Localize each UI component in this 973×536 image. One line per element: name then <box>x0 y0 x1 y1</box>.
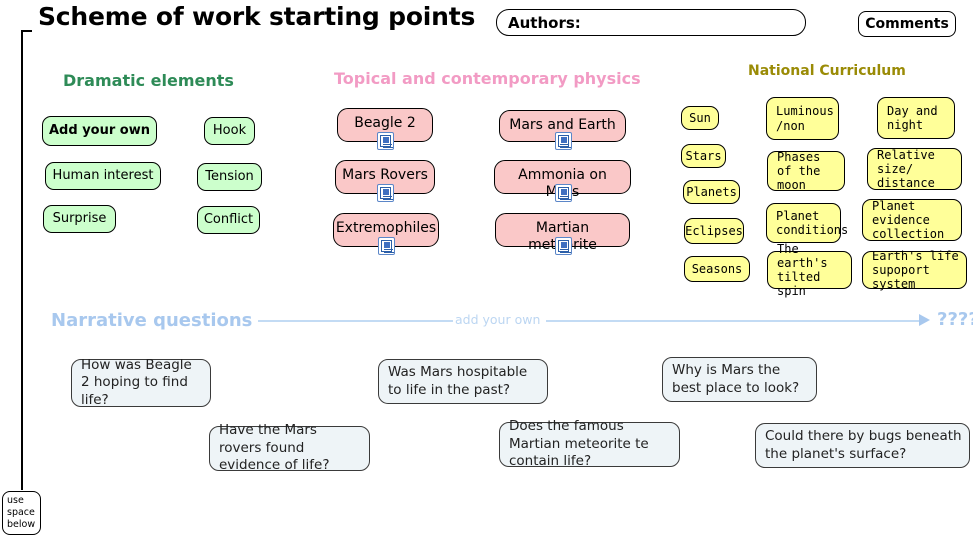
question-box-meteorite[interactable]: Does the famous Martian meteorite te con… <box>499 418 680 469</box>
node-mars-rovers[interactable]: Mars Rovers <box>335 160 435 202</box>
node-luminous-non[interactable]: Luminous /non <box>766 97 839 140</box>
node-stars[interactable]: Stars <box>681 144 726 168</box>
node-add-your-own[interactable]: Add your own <box>42 116 157 146</box>
heading-topical-physics: Topical and contemporary physics <box>334 69 641 88</box>
page-title: Scheme of work starting points <box>38 2 476 31</box>
node-planet-conditions[interactable]: Planet conditions <box>766 203 848 243</box>
node-relative-size-distance[interactable]: Relative size/ distance <box>867 148 962 190</box>
use-space-below-note[interactable]: use space below <box>2 491 41 535</box>
node-extremophiles[interactable]: Extremophiles <box>333 213 439 255</box>
narrative-line-right <box>546 320 923 322</box>
spine-tick <box>21 30 32 32</box>
node-conflict[interactable]: Conflict <box>197 206 260 234</box>
document-icon[interactable] <box>554 132 572 150</box>
node-eclipses[interactable]: Eclipses <box>684 218 744 244</box>
node-mars-and-earth[interactable]: Mars and Earth <box>499 110 626 150</box>
arrow-right-icon <box>919 314 930 326</box>
node-human-interest[interactable]: Human interest <box>45 162 161 190</box>
heading-dramatic-elements: Dramatic elements <box>63 71 234 90</box>
document-icon[interactable] <box>377 184 394 202</box>
narrative-line-left <box>258 320 453 322</box>
node-phases-of-the-moon[interactable]: Phases of the moon <box>767 150 845 192</box>
node-tension[interactable]: Tension <box>197 163 262 191</box>
node-ammonia-on-mars[interactable]: Ammonia on Mars <box>494 160 631 202</box>
narrative-add-your-own-label[interactable]: add your own <box>455 312 541 327</box>
node-earths-tilted-spin[interactable]: The earth's tilted spin <box>767 242 852 298</box>
node-martian-meteorite[interactable]: Martian meteorite <box>495 213 630 255</box>
document-icon[interactable] <box>377 132 394 150</box>
node-earths-life-support-system[interactable]: Earth's life supoport system <box>862 249 967 291</box>
node-sun[interactable]: Sun <box>681 106 719 130</box>
node-surprise[interactable]: Surprise <box>43 205 116 233</box>
document-icon[interactable] <box>554 237 572 255</box>
question-box-beagle2[interactable]: How was Beagle 2 hoping to find life? <box>71 357 211 408</box>
authors-label: Authors: <box>508 14 581 32</box>
heading-national-curriculum: National Curriculum <box>748 63 906 79</box>
node-beagle-2[interactable]: Beagle 2 <box>337 108 433 150</box>
node-planets[interactable]: Planets <box>683 180 740 204</box>
authors-input[interactable]: Authors: <box>496 9 806 36</box>
document-icon[interactable] <box>554 184 572 202</box>
node-hook[interactable]: Hook <box>204 117 255 145</box>
question-box-mars-rovers[interactable]: Have the Mars rovers found evidence of l… <box>209 422 370 473</box>
node-day-and-night[interactable]: Day and night <box>877 97 955 139</box>
heading-narrative-questions: Narrative questions <box>51 310 253 331</box>
left-spine-line <box>21 30 23 490</box>
question-box-why-mars[interactable]: Why is Mars the best place to look? <box>662 357 817 402</box>
node-planet-evidence-collection[interactable]: Planet evidence collection <box>862 199 962 241</box>
node-seasons[interactable]: Seasons <box>684 256 750 282</box>
document-icon[interactable] <box>378 237 395 255</box>
narrative-question-marks: ???? <box>937 309 973 330</box>
question-box-bugs-beneath[interactable]: Could there by bugs beneath the planet's… <box>755 423 970 468</box>
comments-button[interactable]: Comments <box>858 11 956 37</box>
question-box-hospitable[interactable]: Was Mars hospitable to life in the past? <box>378 359 548 404</box>
